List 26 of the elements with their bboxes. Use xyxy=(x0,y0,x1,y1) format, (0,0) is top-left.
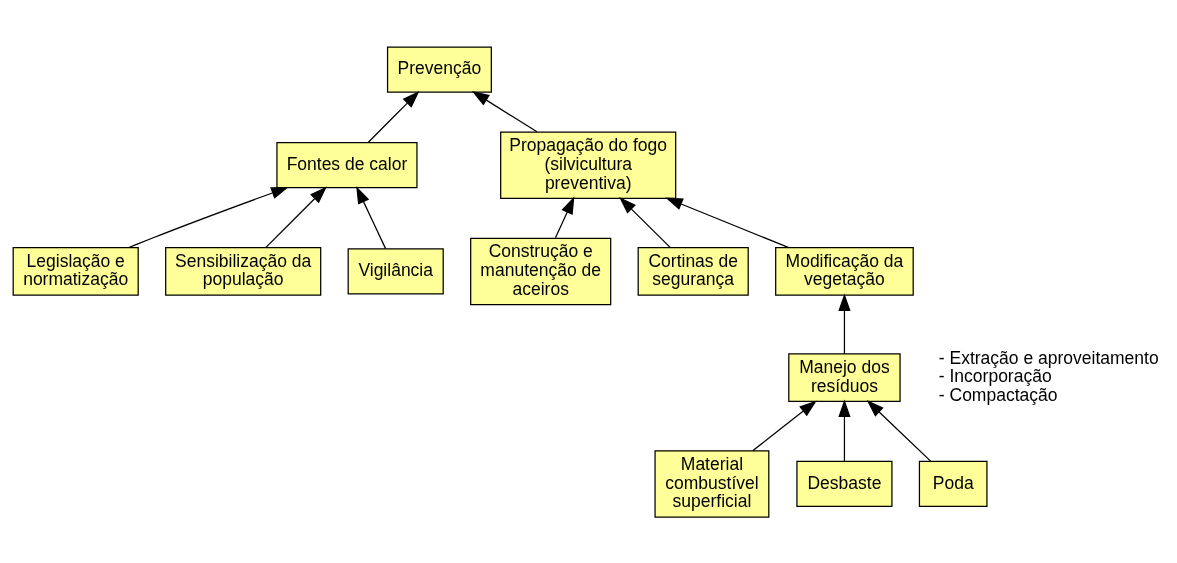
node-box: Sensibilização da população xyxy=(165,246,322,296)
node-box: Fontes de calor xyxy=(276,141,418,188)
node-box: Vigilância xyxy=(347,247,444,294)
arrow xyxy=(752,400,817,451)
node-box: Legislação e normatização xyxy=(12,246,139,296)
arrow xyxy=(265,185,327,248)
arrow xyxy=(356,185,387,249)
node-box: Construção e manutenção de aceiros xyxy=(470,237,612,305)
arrow xyxy=(838,293,851,354)
arrow xyxy=(665,197,790,248)
node-box: Manejo dos resíduos xyxy=(788,352,901,402)
node-box: Desbaste xyxy=(796,460,893,507)
node-box: Prevenção xyxy=(386,45,492,93)
arrow xyxy=(367,90,420,143)
node-box: Propagação do fogo (silvicultura preventiva) xyxy=(500,130,677,199)
node-box: Cortinas de segurança xyxy=(637,246,749,296)
arrow xyxy=(554,196,575,238)
arrow xyxy=(619,196,672,248)
node-box: Material combustível superficial xyxy=(654,449,770,518)
arrow xyxy=(866,399,932,462)
arrow xyxy=(128,186,289,248)
node-box: Poda xyxy=(918,460,988,507)
arrow xyxy=(471,90,538,132)
arrow xyxy=(838,399,851,462)
node-box: Modificação da vegetação xyxy=(775,246,914,296)
node-label: - Extração e aproveitamento xyxy=(938,347,1159,367)
